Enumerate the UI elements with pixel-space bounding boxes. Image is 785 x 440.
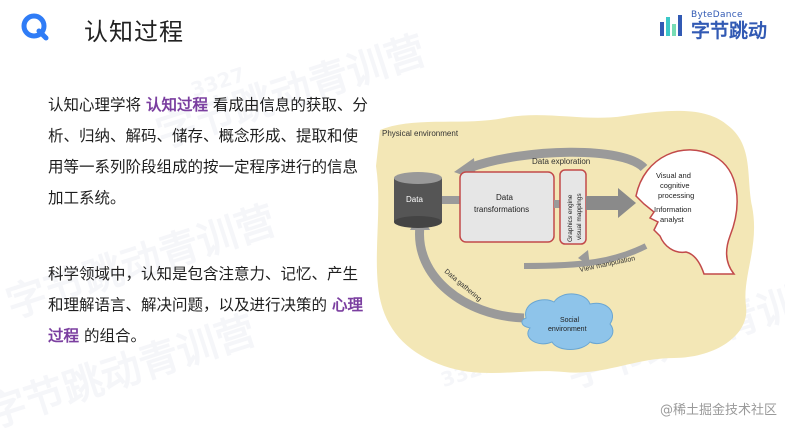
analyst-head-outline — [635, 149, 738, 275]
graphics-label-2: visual mappings — [576, 193, 583, 240]
head-label-2: cognitive — [660, 181, 690, 190]
logo-icon — [21, 13, 49, 41]
page-title: 认知过程 — [84, 18, 184, 46]
p1-after: 看成由信息的获取、分析、归纳、解码、储存、概念形成、提取和使用等一系列阶段组成的… — [48, 96, 368, 207]
cognitive-diagram: Physical environment Data exploration Da… — [374, 96, 762, 386]
physical-environment-label: Physical environment — [382, 129, 459, 138]
arrow-head — [618, 188, 636, 218]
social-label-1: Social — [560, 317, 580, 324]
data-label: Data — [406, 195, 423, 204]
source-watermark: @稀土掘金技术社区 — [659, 403, 777, 418]
data-exploration-label: Data exploration — [532, 157, 590, 166]
p1-before: 认知心理学将 — [48, 96, 146, 114]
head-label-1: Visual and — [656, 171, 691, 180]
data-cylinder: Data — [394, 172, 442, 228]
brand-english: ByteDance — [690, 10, 743, 20]
bytedance-logo-icon — [659, 15, 682, 36]
paragraph-science: 科学领域中，认知是包含注意力、记忆、产生和理解语言、解决问题，以及进行决策的 心… — [48, 259, 368, 352]
p2-after: 的组合。 — [79, 327, 146, 345]
arrow-shaft — [442, 196, 460, 204]
data-exploration-arc — [467, 147, 648, 173]
p2-before: 科学领域中，认知是包含注意力、记忆、产生和理解语言、解决问题，以及进行决策的 — [48, 265, 359, 314]
brand-logo: ByteDance 字节跳动 — [659, 8, 767, 44]
graphics-label-1: Graphics engine — [567, 194, 574, 242]
data-gathering-arc — [415, 225, 525, 323]
arrow-shaft — [586, 196, 620, 210]
paragraph-definition: 认知心理学将 认知过程 看成由信息的获取、分析、归纳、解码、储存、概念形成、提取… — [48, 90, 368, 214]
transform-label-2: transformations — [474, 205, 529, 214]
highlight-cognitive-process: 认知过程 — [145, 96, 208, 114]
head-label-4: Information — [654, 205, 692, 214]
arrow-shaft — [554, 200, 564, 208]
social-label-2: environment — [548, 326, 587, 333]
head-label-3: processing — [658, 191, 694, 200]
social-environment-cloud — [521, 293, 614, 350]
transform-label-1: Data — [496, 193, 513, 202]
view-manipulation-arc — [523, 243, 648, 269]
view-manipulation-arrowhead — [578, 250, 590, 266]
brand-chinese: 字节跳动 — [690, 20, 767, 42]
head-label-5: analyst — [660, 215, 685, 224]
highlight-mental-process: 心理过程 — [48, 296, 363, 345]
